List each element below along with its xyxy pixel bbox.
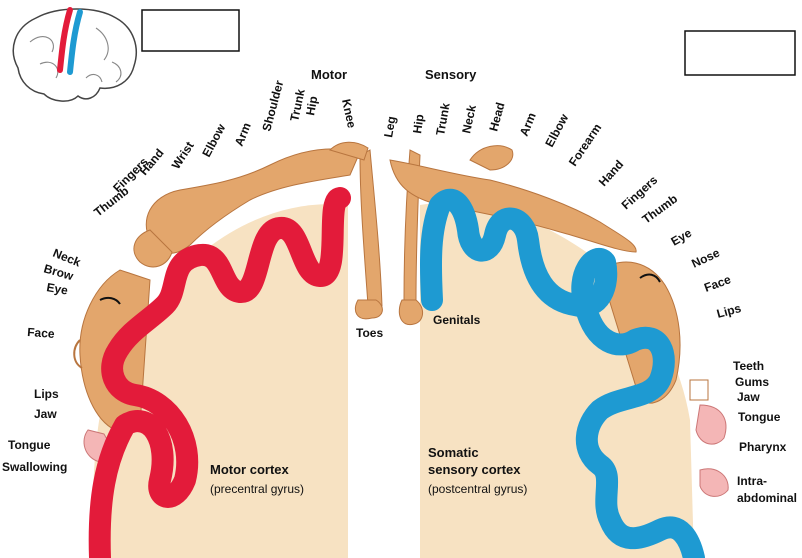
sensory-label-nose: Nose (689, 245, 722, 270)
motor-label-swallowing: Swallowing (2, 460, 67, 474)
motor-label-elbow: Elbow (199, 121, 228, 159)
sensory-cortex-subtitle: (postcentral gyrus) (428, 482, 527, 496)
sensory-label-gums: Gums (735, 375, 769, 389)
sensory-label-eye: Eye (669, 226, 695, 249)
motor-label-eye: Eye (45, 280, 69, 298)
sensory-cortex-title-1: Somatic (428, 445, 479, 460)
sensory-header: Sensory (425, 67, 477, 82)
sensory-label-neck: Neck (459, 103, 479, 134)
motor-cortex-title: Motor cortex (210, 462, 290, 477)
sensory-label-thumb: Thumb (640, 192, 681, 227)
answer-box-left[interactable] (142, 10, 239, 51)
motor-label-face: Face (27, 325, 56, 341)
motor-label-thumb: Thumb (91, 184, 131, 220)
motor-label-shoulder: Shoulder (259, 79, 286, 133)
motor-label-knee: Knee (339, 98, 359, 130)
motor-label-arm: Arm (232, 121, 254, 149)
sensory-label-face: Face (702, 272, 733, 295)
sensory-label-teeth: Teeth (733, 359, 764, 373)
sensory-label-jaw: Jaw (737, 390, 760, 404)
sensory-label-intra-abdominal-1: Intra- (737, 474, 767, 488)
sensory-label-pharynx: Pharynx (739, 440, 787, 454)
sensory-label-hip: Hip (410, 113, 427, 134)
motor-label-tongue: Tongue (8, 438, 51, 452)
motor-label-wrist: Wrist (169, 139, 197, 172)
motor-header: Motor (311, 67, 347, 82)
motor-label-lips: Lips (34, 387, 59, 401)
motor-cortex-subtitle: (precentral gyrus) (210, 482, 304, 496)
sensory-cortex-title-2: sensory cortex (428, 462, 521, 477)
sensory-label-intra-abdominal-2: abdominal (737, 491, 797, 505)
sensory-label-lips: Lips (715, 301, 743, 321)
motor-label-toes: Toes (356, 326, 383, 340)
sensory-label-arm: Arm (517, 111, 539, 139)
motor-label-jaw: Jaw (34, 407, 57, 421)
sensory-label-elbow: Elbow (542, 111, 571, 149)
sensory-label-genitals: Genitals (433, 313, 481, 327)
answer-box-right[interactable] (685, 31, 795, 75)
sensory-label-forearm: Forearm (566, 121, 604, 169)
sensory-label-trunk: Trunk (433, 102, 453, 137)
sensory-label-leg: Leg (381, 115, 398, 138)
sensory-label-head: Head (486, 101, 507, 133)
brain-thumbnail (13, 9, 136, 101)
sensory-label-tongue: Tongue (738, 410, 781, 424)
sensory-label-hand: Hand (596, 157, 626, 189)
